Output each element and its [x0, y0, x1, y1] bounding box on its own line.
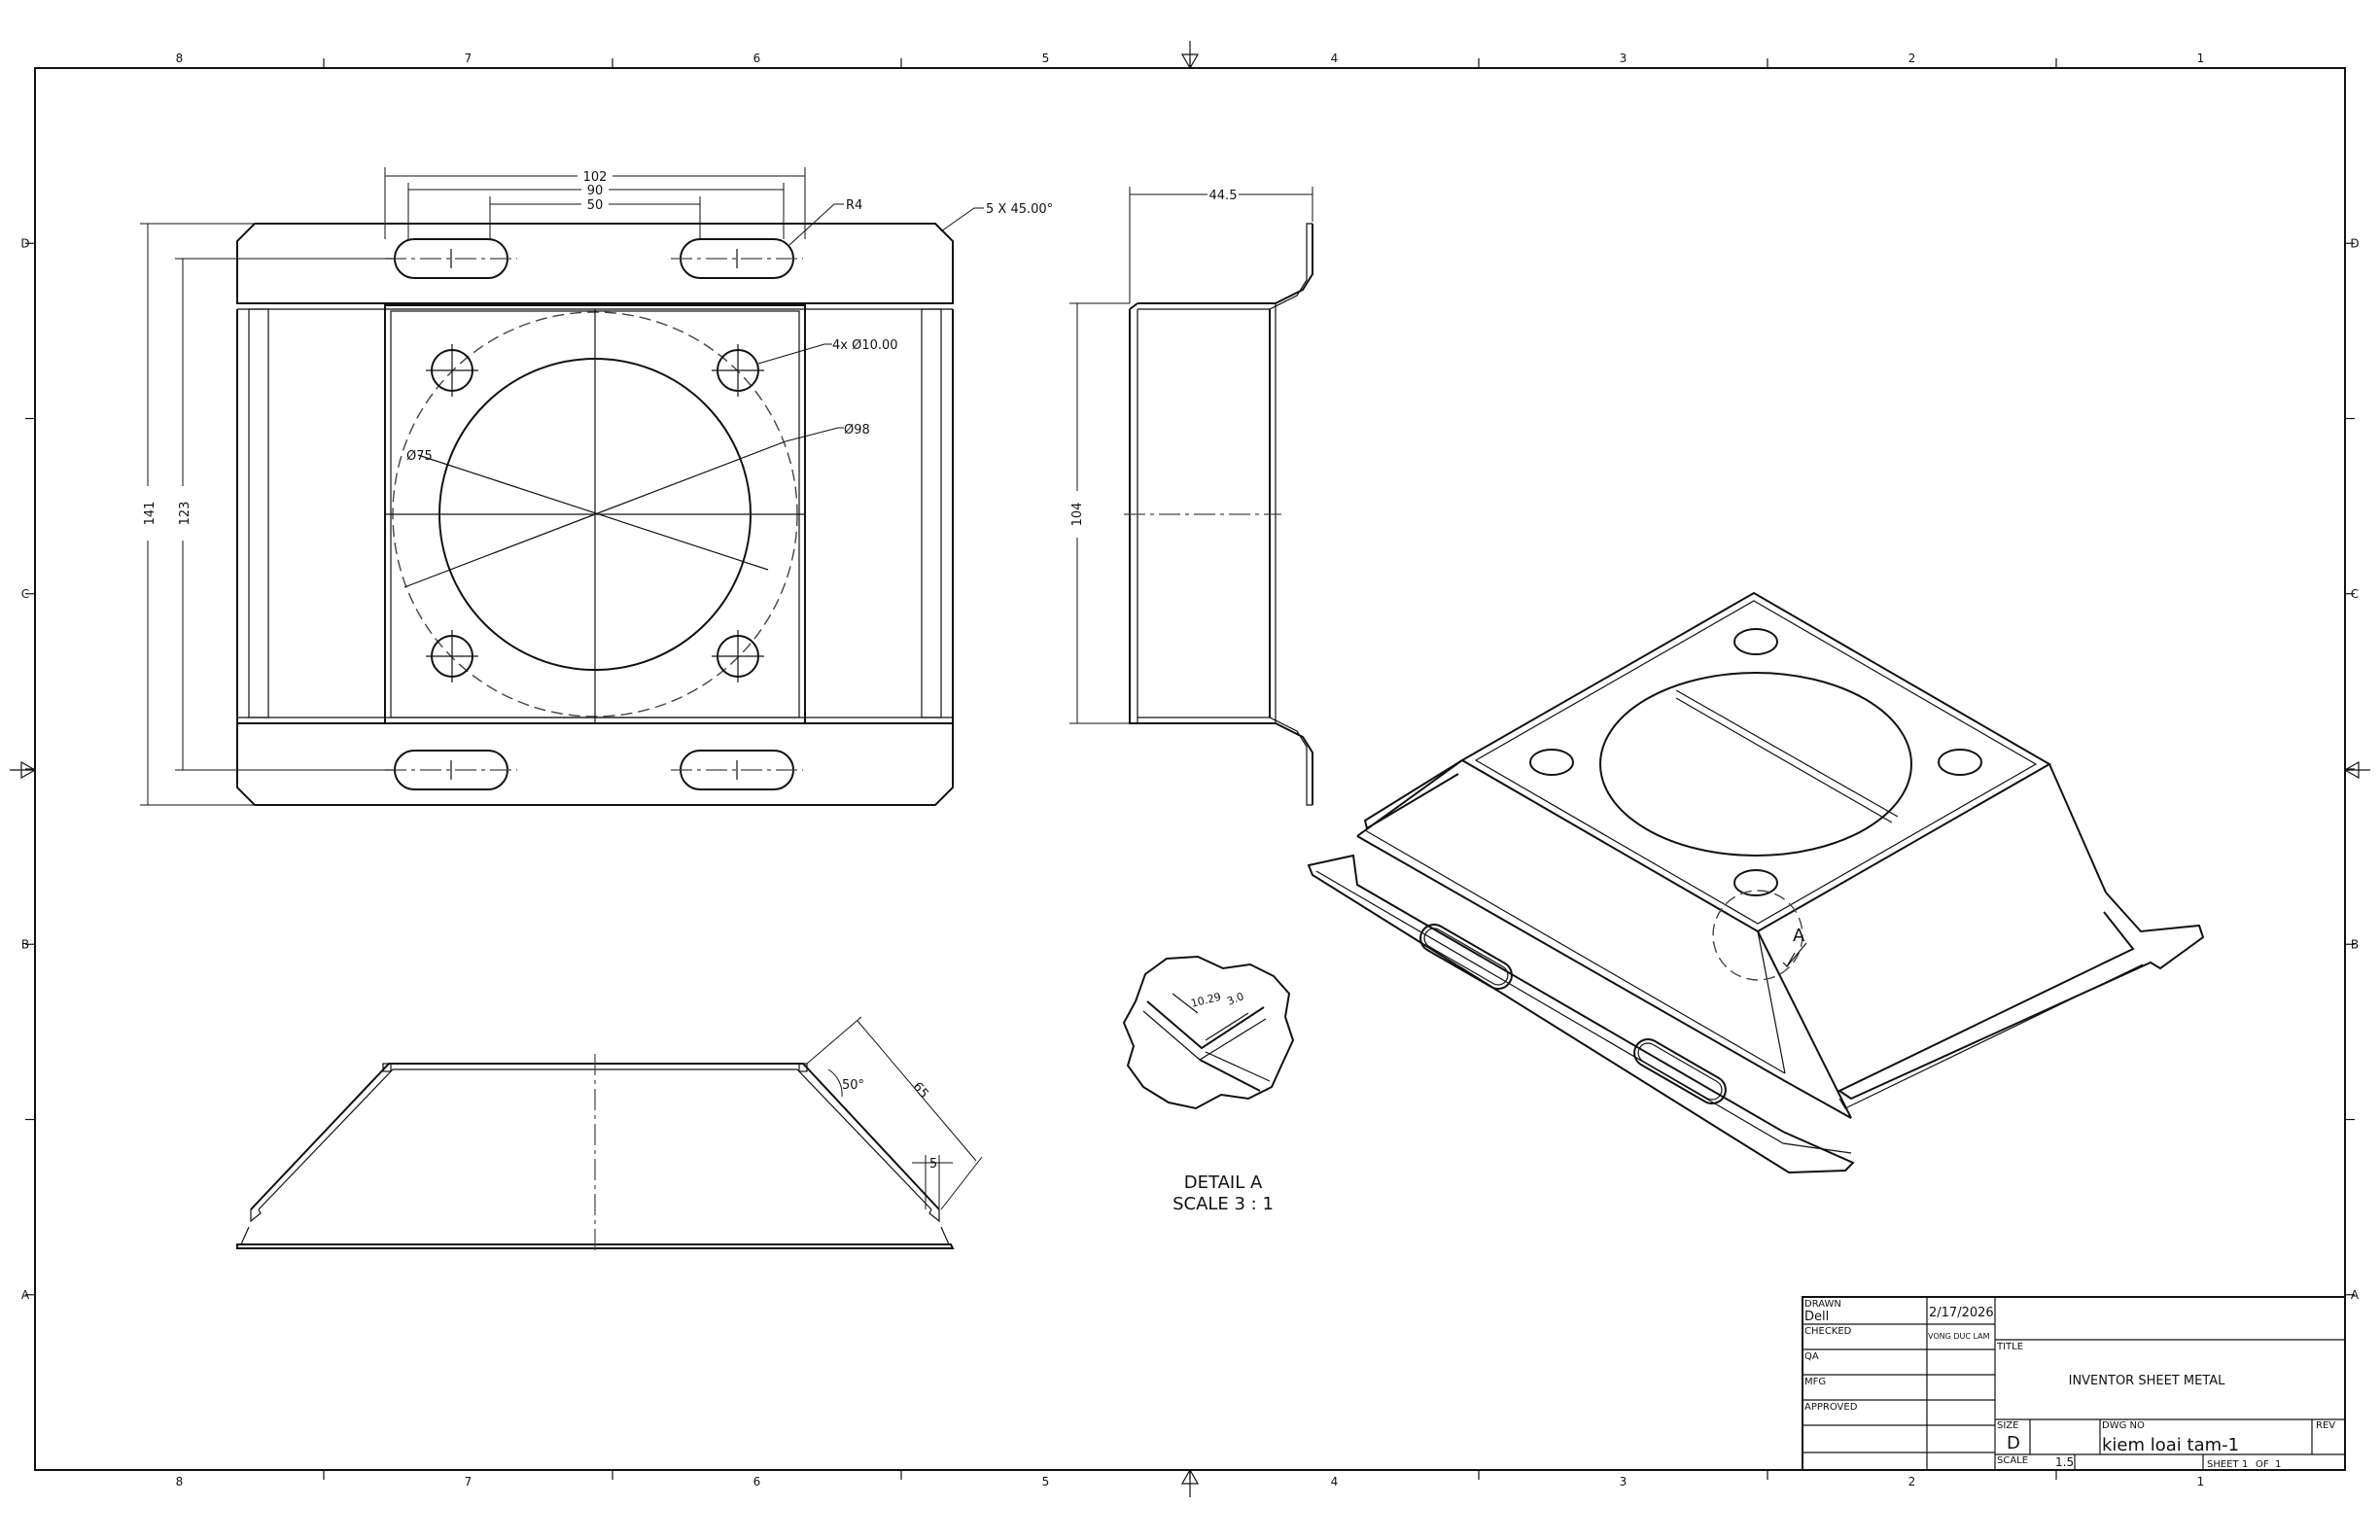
- tb-drawn-by: Dell: [1804, 1310, 1829, 1324]
- tb-title-label: TITLE: [1996, 1342, 2023, 1352]
- center-mark-top: [1180, 41, 1200, 70]
- side-view: 44.5 104: [1069, 187, 1313, 806]
- dim-65: 65: [910, 1080, 931, 1102]
- zone-col-bottom-7: 7: [465, 1475, 472, 1488]
- dim-50: 50: [587, 198, 604, 213]
- detail-dim-2: 3.0: [1225, 990, 1245, 1008]
- zone-row-right-A: A: [2351, 1288, 2360, 1302]
- tb-size: D: [2007, 1433, 2020, 1453]
- tb-drawn-date: 2/17/2026: [1929, 1306, 1994, 1320]
- zone-col-bottom-6: 6: [753, 1475, 761, 1488]
- tb-title: INVENTOR SHEET METAL: [2069, 1374, 2226, 1388]
- tb-mfg-label: MFG: [1804, 1377, 1826, 1387]
- dim-104: 104: [1070, 503, 1085, 527]
- tb-checked-label: CHECKED: [1804, 1326, 1852, 1337]
- tb-approved-label: APPROVED: [1804, 1402, 1858, 1413]
- tb-dwg-no-label: DWG NO: [2102, 1420, 2145, 1431]
- dim-102: 102: [583, 170, 608, 185]
- dim-r4: R4: [846, 198, 862, 213]
- zone-col-top-8: 8: [176, 52, 184, 65]
- zone-col-top-7: 7: [465, 52, 472, 65]
- detail-dim-1: 10.29: [1190, 991, 1223, 1010]
- tb-checked-by: VONG DUC LAM: [1928, 1332, 1990, 1341]
- dim-123: 123: [178, 502, 192, 526]
- center-mark-bottom: [1180, 1468, 1200, 1497]
- dim-chamfer: 5 X 45.00°: [986, 202, 1053, 217]
- bottom-view: 50° 65 5: [236, 1016, 983, 1254]
- tb-dwg-no: kiem loai tam-1: [2102, 1435, 2239, 1455]
- zone-col-bottom-1: 1: [2197, 1475, 2205, 1488]
- dim-44-5: 44.5: [1209, 189, 1238, 203]
- tb-qa-label: QA: [1804, 1351, 1819, 1362]
- zone-col-top-6: 6: [753, 52, 761, 65]
- isometric-view: A: [1307, 591, 2205, 1174]
- detail-a-view: 10.29 3.0 DETAIL A SCALE 3 : 1: [1122, 955, 1295, 1214]
- dim-141: 141: [143, 502, 158, 526]
- tb-drawn-label: DRAWN: [1804, 1299, 1841, 1310]
- zone-col-bottom-8: 8: [176, 1475, 184, 1488]
- title-block: DRAWN Dell 2/17/2026 CHECKED VONG DUC LA…: [1802, 1296, 2346, 1471]
- zone-col-bottom-4: 4: [1331, 1475, 1339, 1488]
- zone-col-bottom-2: 2: [1908, 1475, 1916, 1488]
- zone-col-bottom-5: 5: [1042, 1475, 1050, 1488]
- dim-angle-50: 50°: [842, 1078, 864, 1093]
- detail-callout: A: [1793, 926, 1805, 946]
- dim-flange-5: 5: [929, 1157, 937, 1172]
- zone-col-top-2: 2: [1908, 52, 1916, 65]
- top-view: [236, 223, 954, 806]
- dim-dia-98: Ø98: [844, 423, 870, 438]
- zone-col-top-1: 1: [2197, 52, 2205, 65]
- dim-90: 90: [587, 184, 604, 198]
- top-view-dimensions: 102 90 50 R4 5 X 45.00° 141 123 4x Ø10.0…: [140, 167, 1053, 806]
- tb-of: 1: [2275, 1459, 2281, 1470]
- center-mark-left: [10, 760, 37, 780]
- center-mark-right: [2343, 760, 2370, 780]
- dim-dia-75: Ø75: [406, 449, 433, 464]
- detail-title: DETAIL A: [1184, 1172, 1263, 1193]
- tb-scale: 1.5: [2055, 1455, 2074, 1469]
- tb-scale-label: SCALE: [1997, 1455, 2028, 1466]
- zone-col-top-3: 3: [1620, 52, 1628, 65]
- tb-rev-label: REV: [2316, 1420, 2335, 1431]
- zone-col-bottom-3: 3: [1620, 1475, 1628, 1488]
- tb-size-label: SIZE: [1997, 1420, 2018, 1431]
- zone-col-top-5: 5: [1042, 52, 1050, 65]
- zone-col-top-4: 4: [1331, 52, 1339, 65]
- tb-sheet-label: SHEET: [2207, 1459, 2240, 1470]
- detail-scale: SCALE 3 : 1: [1172, 1194, 1274, 1214]
- dim-holes: 4x Ø10.00: [832, 338, 898, 353]
- tb-of-label: OF: [2256, 1459, 2269, 1470]
- tb-sheet: 1: [2242, 1459, 2248, 1470]
